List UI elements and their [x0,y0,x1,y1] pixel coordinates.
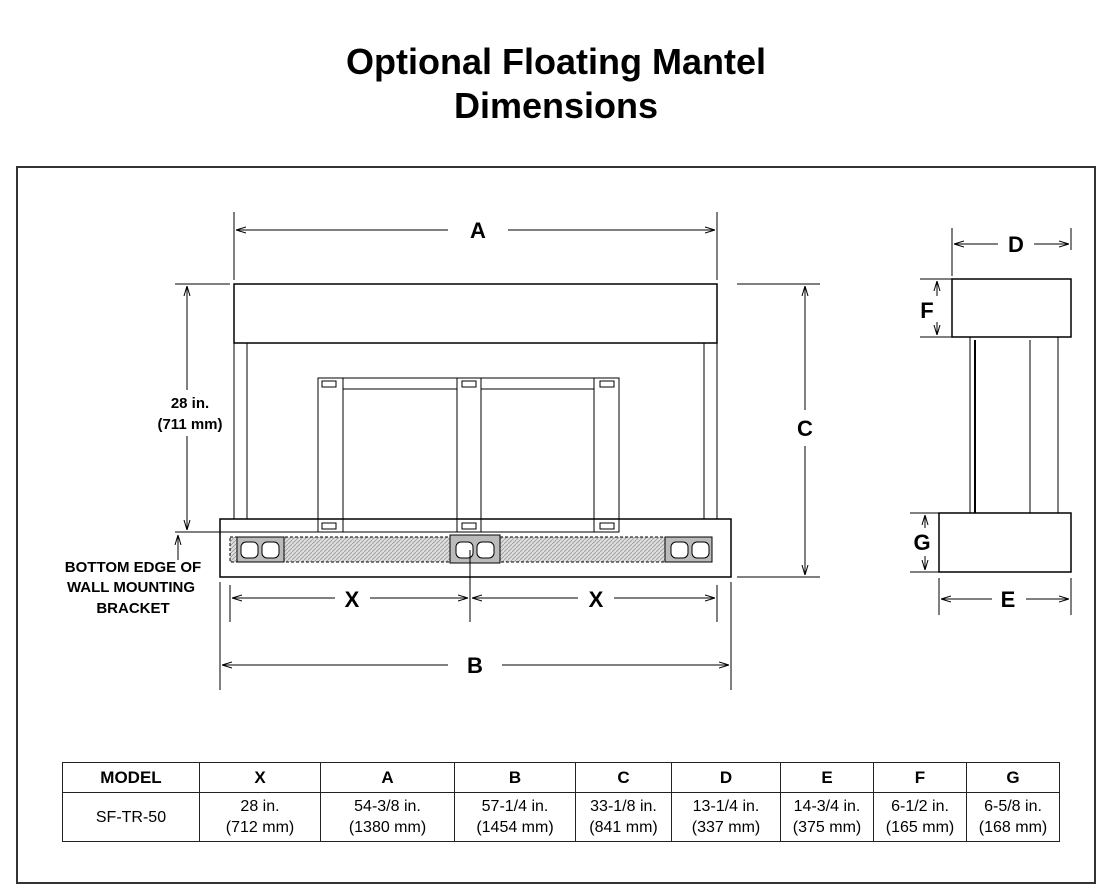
value-mm: (337 mm) [691,819,761,836]
header-a: A [320,762,455,793]
header-e: E [780,762,874,793]
table-header-row: MODEL X A B C D E F G [62,762,1060,793]
label-c: C [797,416,813,441]
value-mm: (165 mm) [885,819,955,836]
label-e: E [1001,587,1016,612]
value-in: 13-1/4 in. [692,798,760,815]
header-d: D [671,762,781,793]
label-d: D [1008,232,1024,257]
value-in: 57-1/4 in. [481,798,549,815]
header-model: MODEL [62,762,200,793]
cell-f: 6-1/2 in. (165 mm) [873,792,967,842]
title-line-1: Optional Floating Mantel [346,41,766,82]
bracket-note-line-2: WALL MOUNTING [67,579,195,596]
value-mm: (375 mm) [792,819,862,836]
cell-model: SF-TR-50 [62,792,200,842]
value-in: 28 in. [240,798,280,815]
label-x-left: X [345,587,360,612]
label-b: B [467,653,483,678]
dimensions-table: MODEL X A B C D E F G SF-TR-50 28 in. (71… [62,762,1060,842]
value-in: 6-5/8 in. [984,798,1042,815]
header-x: X [199,762,321,793]
cell-g: 6-5/8 in. (168 mm) [966,792,1060,842]
value-mm: (1454 mm) [476,819,554,836]
value-mm: (712 mm) [225,819,295,836]
cell-c: 33-1/8 in. (841 mm) [575,792,672,842]
value-mm: (168 mm) [978,819,1048,836]
cell-a: 54-3/8 in. (1380 mm) [320,792,455,842]
value-mm: (1380 mm) [348,819,427,836]
drawing-frame [16,166,1096,884]
value-in: 54-3/8 in. [354,798,421,815]
header-f: F [873,762,967,793]
value-in: 6-1/2 in. [891,798,949,815]
title-line-2: Dimensions [453,85,659,126]
value-in: 14-3/4 in. [793,798,861,815]
bracket-note-line-3: BRACKET [96,600,169,617]
cell-b: 57-1/4 in. (1454 mm) [454,792,576,842]
header-c: C [575,762,672,793]
label-g: G [913,530,930,555]
cell-x: 28 in. (712 mm) [199,792,321,842]
bracket-note-line-1: BOTTOM EDGE OF [65,559,201,576]
header-b: B [454,762,576,793]
cell-e: 14-3/4 in. (375 mm) [780,792,874,842]
table-row: SF-TR-50 28 in. (712 mm) 54-3/8 in. (1380 … [62,792,1060,842]
height-inches: 28 in. [171,395,209,412]
header-g: G [966,762,1060,793]
height-mm: (711 mm) [157,416,222,433]
label-f: F [920,298,933,323]
cell-d: 13-1/4 in. (337 mm) [671,792,781,842]
value-in: 33-1/8 in. [590,798,657,815]
label-a: A [470,218,486,243]
label-x-right: X [589,587,604,612]
value-mm: (841 mm) [589,819,658,836]
